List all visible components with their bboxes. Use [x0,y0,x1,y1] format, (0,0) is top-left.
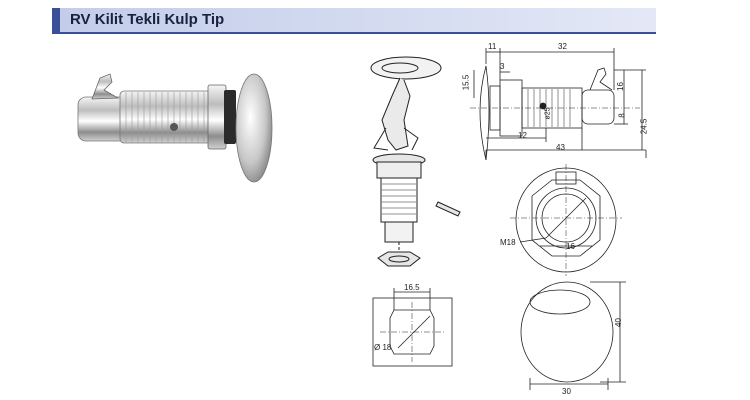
dim-11: 11 [488,42,497,51]
dim-32: 32 [558,42,567,51]
title-bar: RV Kilit Tekli Kulp Tip [52,8,656,32]
page-title: RV Kilit Tekli Kulp Tip [70,11,225,28]
dim-18: Ø 18 [374,343,392,352]
handle-cap [235,73,273,183]
dim-43: 43 [556,143,565,152]
washer [224,90,236,144]
set-screw [170,123,178,131]
dim-3: 3 [500,62,505,71]
dim-16-back: 16 [566,242,575,251]
dim-m18: M18 [500,238,516,247]
title-underline [52,32,656,34]
dim-40: 40 [613,318,623,327]
dim-16-5: 16.5 [404,283,420,292]
dim-12: 12 [518,131,527,140]
dim-30: 30 [562,387,571,396]
latch-hook [91,73,120,100]
